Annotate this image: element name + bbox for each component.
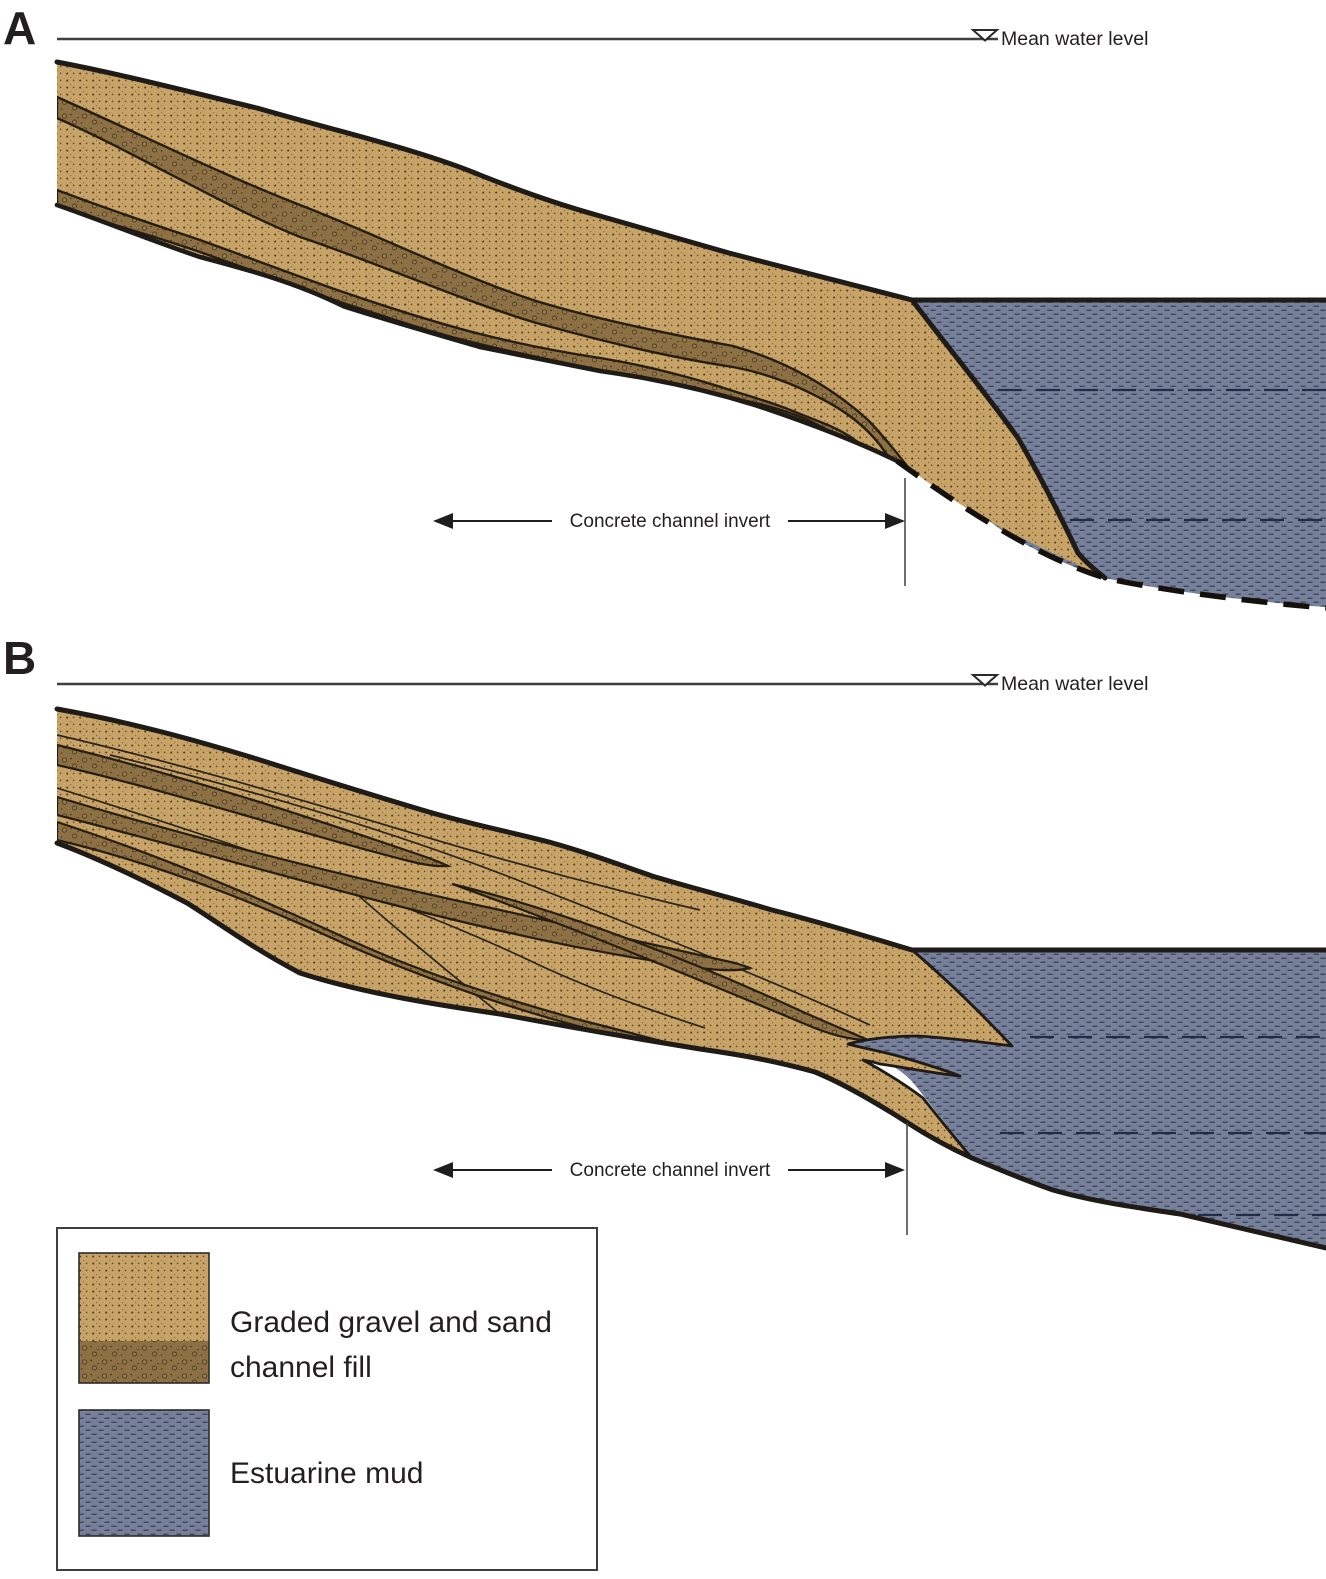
scour-surface-line bbox=[109, 754, 871, 1026]
arrow-left-icon bbox=[433, 1162, 453, 1178]
arrow-left-icon bbox=[433, 513, 453, 529]
arrow-right-icon bbox=[885, 1162, 905, 1178]
water-level-triangle-icon bbox=[970, 29, 1000, 42]
legend-swatch-border bbox=[78, 1409, 210, 1537]
invert-label-a: Concrete channel invert bbox=[570, 511, 771, 532]
channel-base-dashed-line-a bbox=[895, 458, 1326, 611]
legend-sand-swatch bbox=[79, 1253, 209, 1341]
invert-annotation-b: Concrete channel invert bbox=[433, 1123, 908, 1235]
scour-surface-line bbox=[57, 787, 706, 1029]
invert-label-b: Concrete channel invert bbox=[570, 1160, 771, 1181]
gravel-lens bbox=[57, 743, 453, 868]
legend-swatch-estuarine-mud bbox=[78, 1409, 210, 1537]
legend-swatch-graded-gravel-sand bbox=[78, 1252, 210, 1384]
invert-annotation-a: Concrete channel invert bbox=[433, 478, 906, 586]
panel-a-label: A bbox=[3, 2, 36, 54]
legend-mud-swatch bbox=[79, 1410, 209, 1536]
panel-a: A Mean water level Concrete channel inve… bbox=[3, 2, 1326, 611]
legend-label-line: Graded gravel and sand bbox=[230, 1306, 552, 1339]
sand-top-boundary-a bbox=[54, 59, 1108, 581]
water-level-label-b: Mean water level bbox=[1001, 673, 1148, 695]
sand-top-boundary-b bbox=[54, 706, 915, 953]
mud-bedding-lines-a bbox=[960, 388, 1326, 522]
water-level-label-a: Mean water level bbox=[1001, 28, 1148, 50]
sand-internal-structure-b bbox=[57, 734, 871, 1097]
legend-swatch-border bbox=[78, 1252, 210, 1384]
mud-bedding-lines-b bbox=[1000, 1035, 1326, 1217]
panel-b: B Mean water level bbox=[3, 632, 1326, 1251]
sand-bottom-boundary-a bbox=[54, 202, 908, 468]
gravel-lens bbox=[57, 795, 754, 972]
legend: Graded gravel and sand channel fill Estu… bbox=[56, 1227, 598, 1571]
arrow-right-icon bbox=[885, 513, 905, 529]
channel-base-line-b bbox=[54, 840, 1326, 1251]
panel-b-label: B bbox=[3, 632, 36, 684]
legend-label-line: channel fill bbox=[230, 1351, 372, 1384]
legend-label-line: Estuarine mud bbox=[230, 1457, 423, 1490]
scour-surface-line bbox=[351, 889, 501, 1015]
scour-surface-line bbox=[57, 734, 701, 911]
sand-mud-interfingering-boundary-b bbox=[846, 948, 1014, 1160]
water-level-triangle-icon bbox=[970, 674, 1000, 687]
legend-gravel-swatch bbox=[79, 1341, 209, 1383]
